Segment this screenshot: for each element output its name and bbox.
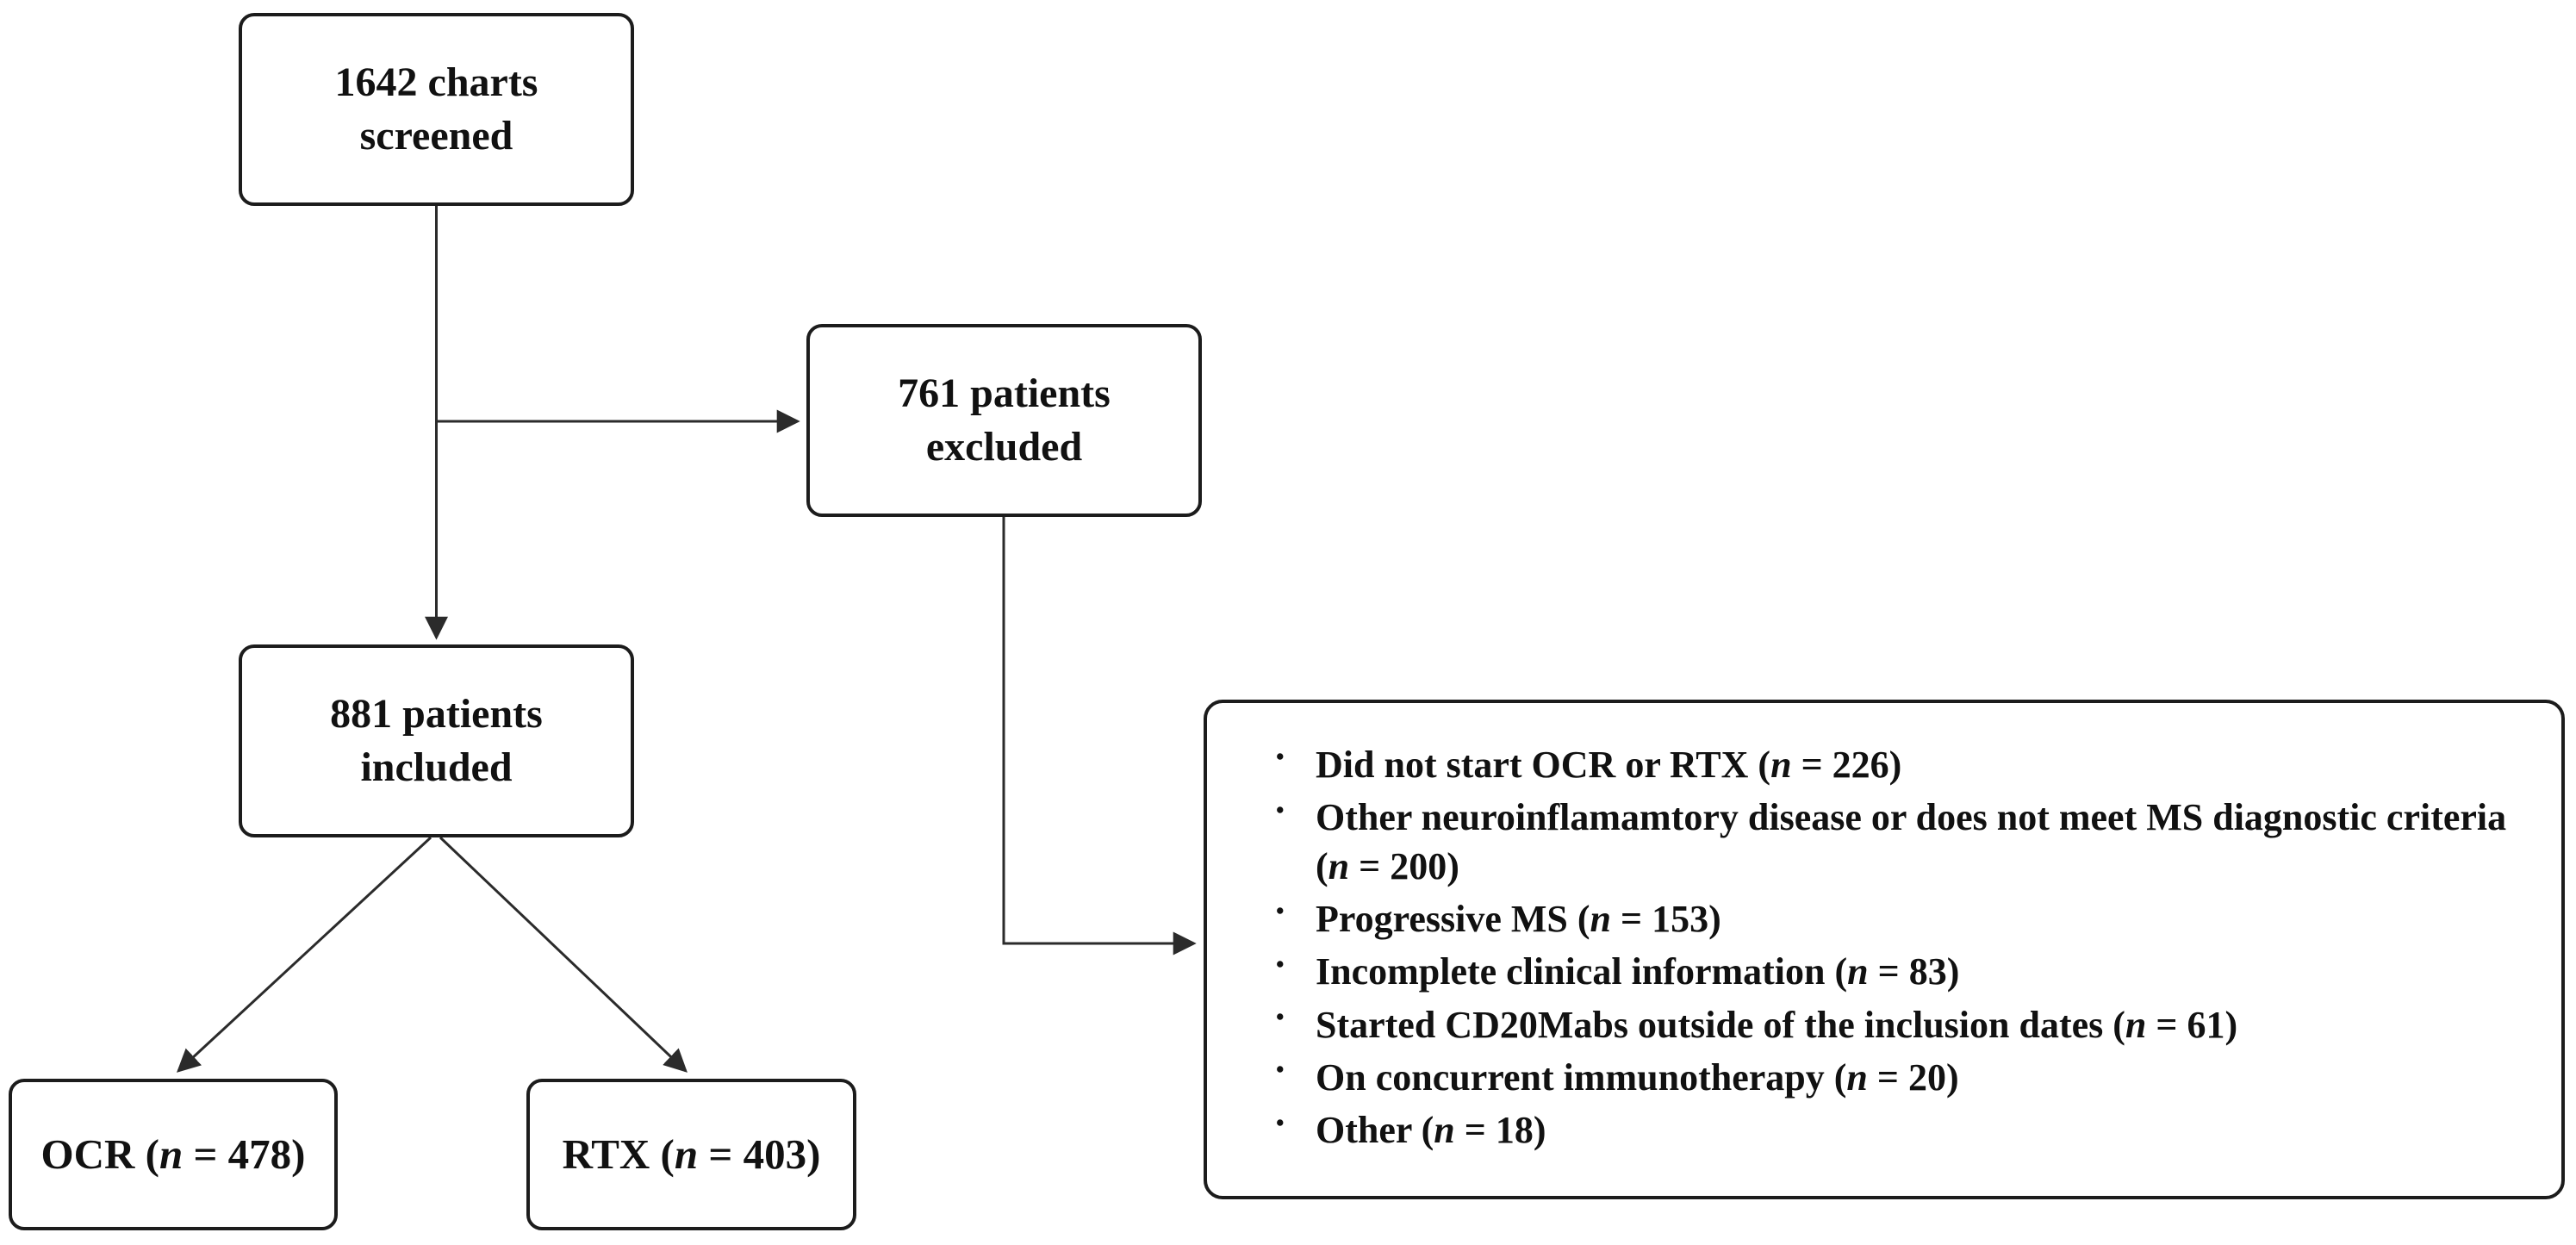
connector-excluded-to-reasons — [1002, 517, 1197, 956]
node-charts-screened: 1642 charts screened — [239, 13, 634, 206]
node-patients-excluded: 761 patients excluded — [806, 324, 1202, 517]
node-ocr-group: OCR (n = 478) — [9, 1079, 338, 1230]
node-patients-included: 881 patients included — [239, 644, 634, 837]
connector-included-to-ocr — [177, 836, 432, 1073]
exclusion-reason-item: Other (n = 18) — [1276, 1106, 2518, 1155]
exclusion-reason-list: Did not start OCR or RTX (n = 226) Other … — [1207, 703, 2561, 1160]
node-label-line: 881 patients — [330, 690, 543, 737]
node-label-line: RTX (n = 403) — [562, 1130, 821, 1179]
node-label-line: 761 patients — [898, 370, 1111, 416]
exclusion-reason-item: Incomplete clinical information (n = 83) — [1276, 948, 2518, 996]
exclusion-reason-item: Did not start OCR or RTX (n = 226) — [1276, 741, 2518, 789]
node-label-line: included — [360, 744, 513, 790]
exclusion-reason-item: Started CD20Mabs outside of the inclusio… — [1276, 1001, 2518, 1049]
node-label-line: excluded — [925, 424, 1083, 470]
node-label-line: OCR (n = 478) — [40, 1130, 306, 1179]
exclusion-reason-item: Progressive MS (n = 153) — [1276, 895, 2518, 943]
node-label-line: 1642 charts — [334, 59, 538, 105]
exclusion-reason-item: On concurrent immunotherapy (n = 20) — [1276, 1054, 2518, 1102]
node-label-line: screened — [359, 113, 513, 159]
exclusion-reason-item: Other neuroinflamamtory disease or does … — [1276, 794, 2518, 891]
node-exclusion-reasons: Did not start OCR or RTX (n = 226) Other … — [1204, 700, 2565, 1199]
connector-included-to-rtx — [439, 836, 688, 1073]
node-rtx-group: RTX (n = 403) — [526, 1079, 856, 1230]
